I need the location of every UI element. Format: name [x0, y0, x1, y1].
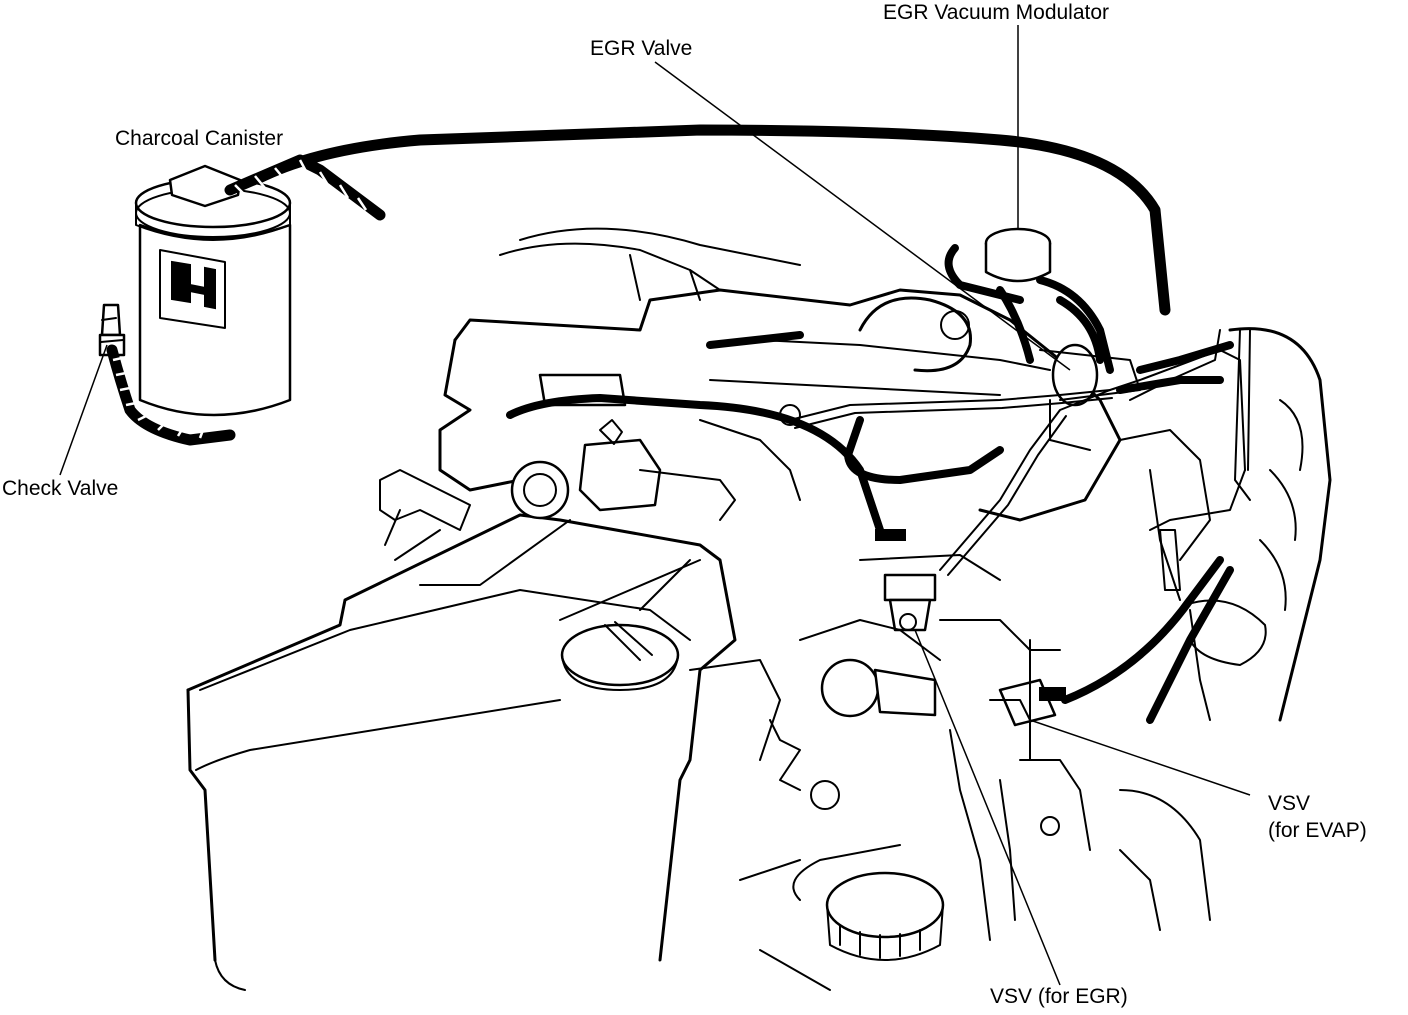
vacuum-lines — [779, 349, 1246, 576]
engine-cover — [186, 513, 781, 991]
hoses — [232, 124, 1234, 724]
reservoir-cap — [739, 844, 945, 991]
leader-check-valve — [59, 344, 108, 476]
label-egr-valve: EGR Valve — [590, 37, 693, 60]
vsv-egr-body — [859, 529, 1001, 632]
right-manifold — [978, 318, 1332, 722]
label-egr-vacuum-modulator: EGR Vacuum Modulator — [883, 1, 1110, 24]
leader-lines — [59, 25, 1251, 986]
throttle-body — [510, 373, 736, 521]
label-vsv-egr: VSV (for EGR) — [990, 985, 1128, 1008]
label-check-valve: Check Valve — [2, 477, 119, 500]
intake-manifold — [379, 227, 1051, 561]
oil-filler-cap — [560, 621, 680, 691]
label-vsv-evap-line2: (for EVAP) — [1268, 819, 1367, 842]
label-charcoal-canister: Charcoal Canister — [115, 127, 284, 150]
vsv-evap-body — [989, 678, 1066, 727]
label-vsv-evap-line1: VSV — [1268, 792, 1311, 815]
egr-vacuum-modulator-body — [944, 227, 1114, 374]
leader-vsv-egr — [914, 629, 1061, 986]
charcoal-canister-body — [134, 154, 386, 417]
leader-vsv-evap — [1029, 719, 1251, 796]
check-valve-body — [98, 303, 236, 446]
lower-components — [769, 599, 1267, 941]
leader-egr-valve — [654, 61, 1071, 371]
